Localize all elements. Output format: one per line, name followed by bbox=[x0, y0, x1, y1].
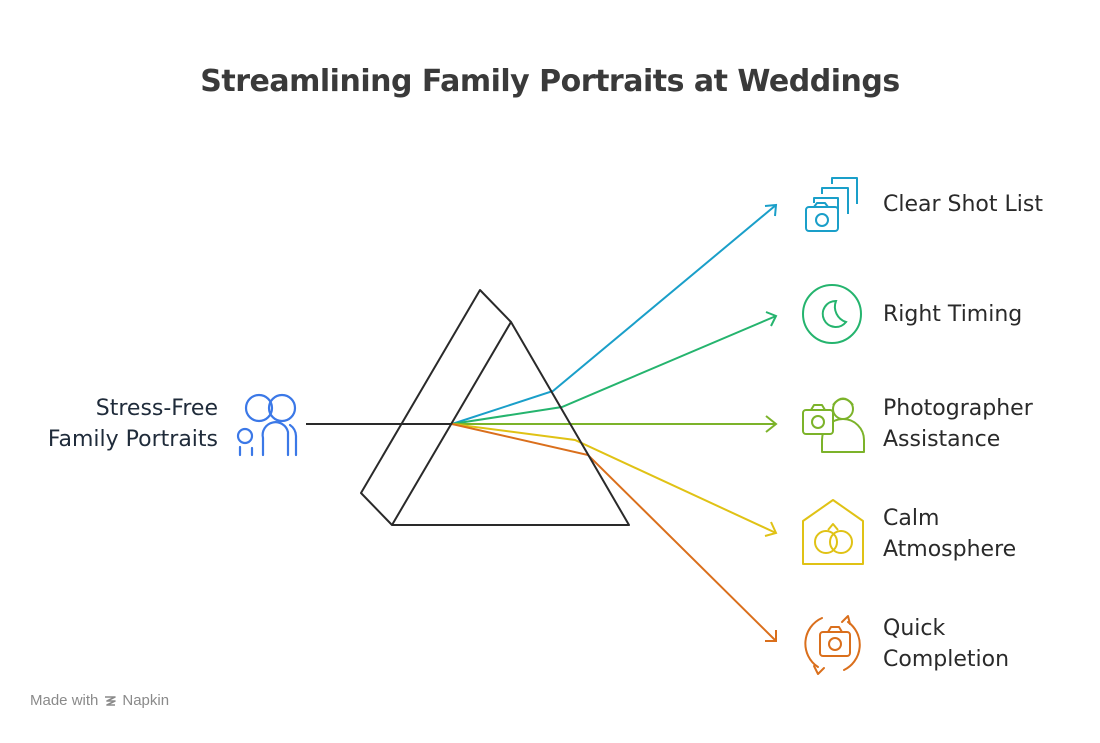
output-label-line1: Calm bbox=[883, 506, 940, 531]
camera-stack-icon bbox=[805, 177, 858, 232]
napkin-watermark[interactable]: Made with Napkin bbox=[30, 692, 169, 709]
beam-photographer-assistance bbox=[452, 415, 778, 433]
output-label-right-timing: Right Timing bbox=[883, 299, 1022, 330]
output-label-line1: Right Timing bbox=[883, 302, 1023, 327]
beam-calm-atmosphere bbox=[451, 423, 778, 537]
input-label: Stress-Free Family Portraits bbox=[48, 393, 218, 455]
output-label-clear-shot-list: Clear Shot List bbox=[883, 189, 1043, 220]
watermark-prefix: Made with bbox=[30, 692, 99, 709]
beam-quick-completion bbox=[451, 423, 777, 642]
photographer-icon bbox=[802, 397, 865, 453]
output-label-line2: Assistance bbox=[883, 427, 1001, 452]
beam-right-timing bbox=[451, 311, 778, 425]
output-label-line1: Photographer bbox=[883, 396, 1033, 421]
diagram-title: Streamlining Family Portraits at Wedding… bbox=[200, 64, 900, 99]
input-label-line1: Stress-Free bbox=[95, 396, 218, 421]
clock-icon bbox=[802, 284, 862, 344]
camera-refresh-icon bbox=[804, 615, 861, 675]
output-label-line2: Atmosphere bbox=[883, 537, 1017, 562]
output-label-line1: Quick bbox=[883, 616, 946, 641]
output-label-photographer-assistance: Photographer Assistance bbox=[883, 393, 1033, 455]
output-label-quick-completion: Quick Completion bbox=[883, 613, 1009, 675]
family-icon bbox=[236, 393, 298, 457]
output-label-line1: Clear Shot List bbox=[883, 192, 1043, 217]
prism bbox=[360, 289, 630, 526]
input-label-line2: Family Portraits bbox=[47, 427, 218, 452]
rings-house-icon bbox=[802, 499, 864, 565]
output-label-line2: Completion bbox=[883, 647, 1010, 672]
beam-clear-shot-list bbox=[451, 203, 778, 425]
napkin-logo-icon bbox=[105, 695, 117, 706]
watermark-brand: Napkin bbox=[122, 692, 170, 709]
output-label-calm-atmosphere: Calm Atmosphere bbox=[883, 503, 1016, 565]
